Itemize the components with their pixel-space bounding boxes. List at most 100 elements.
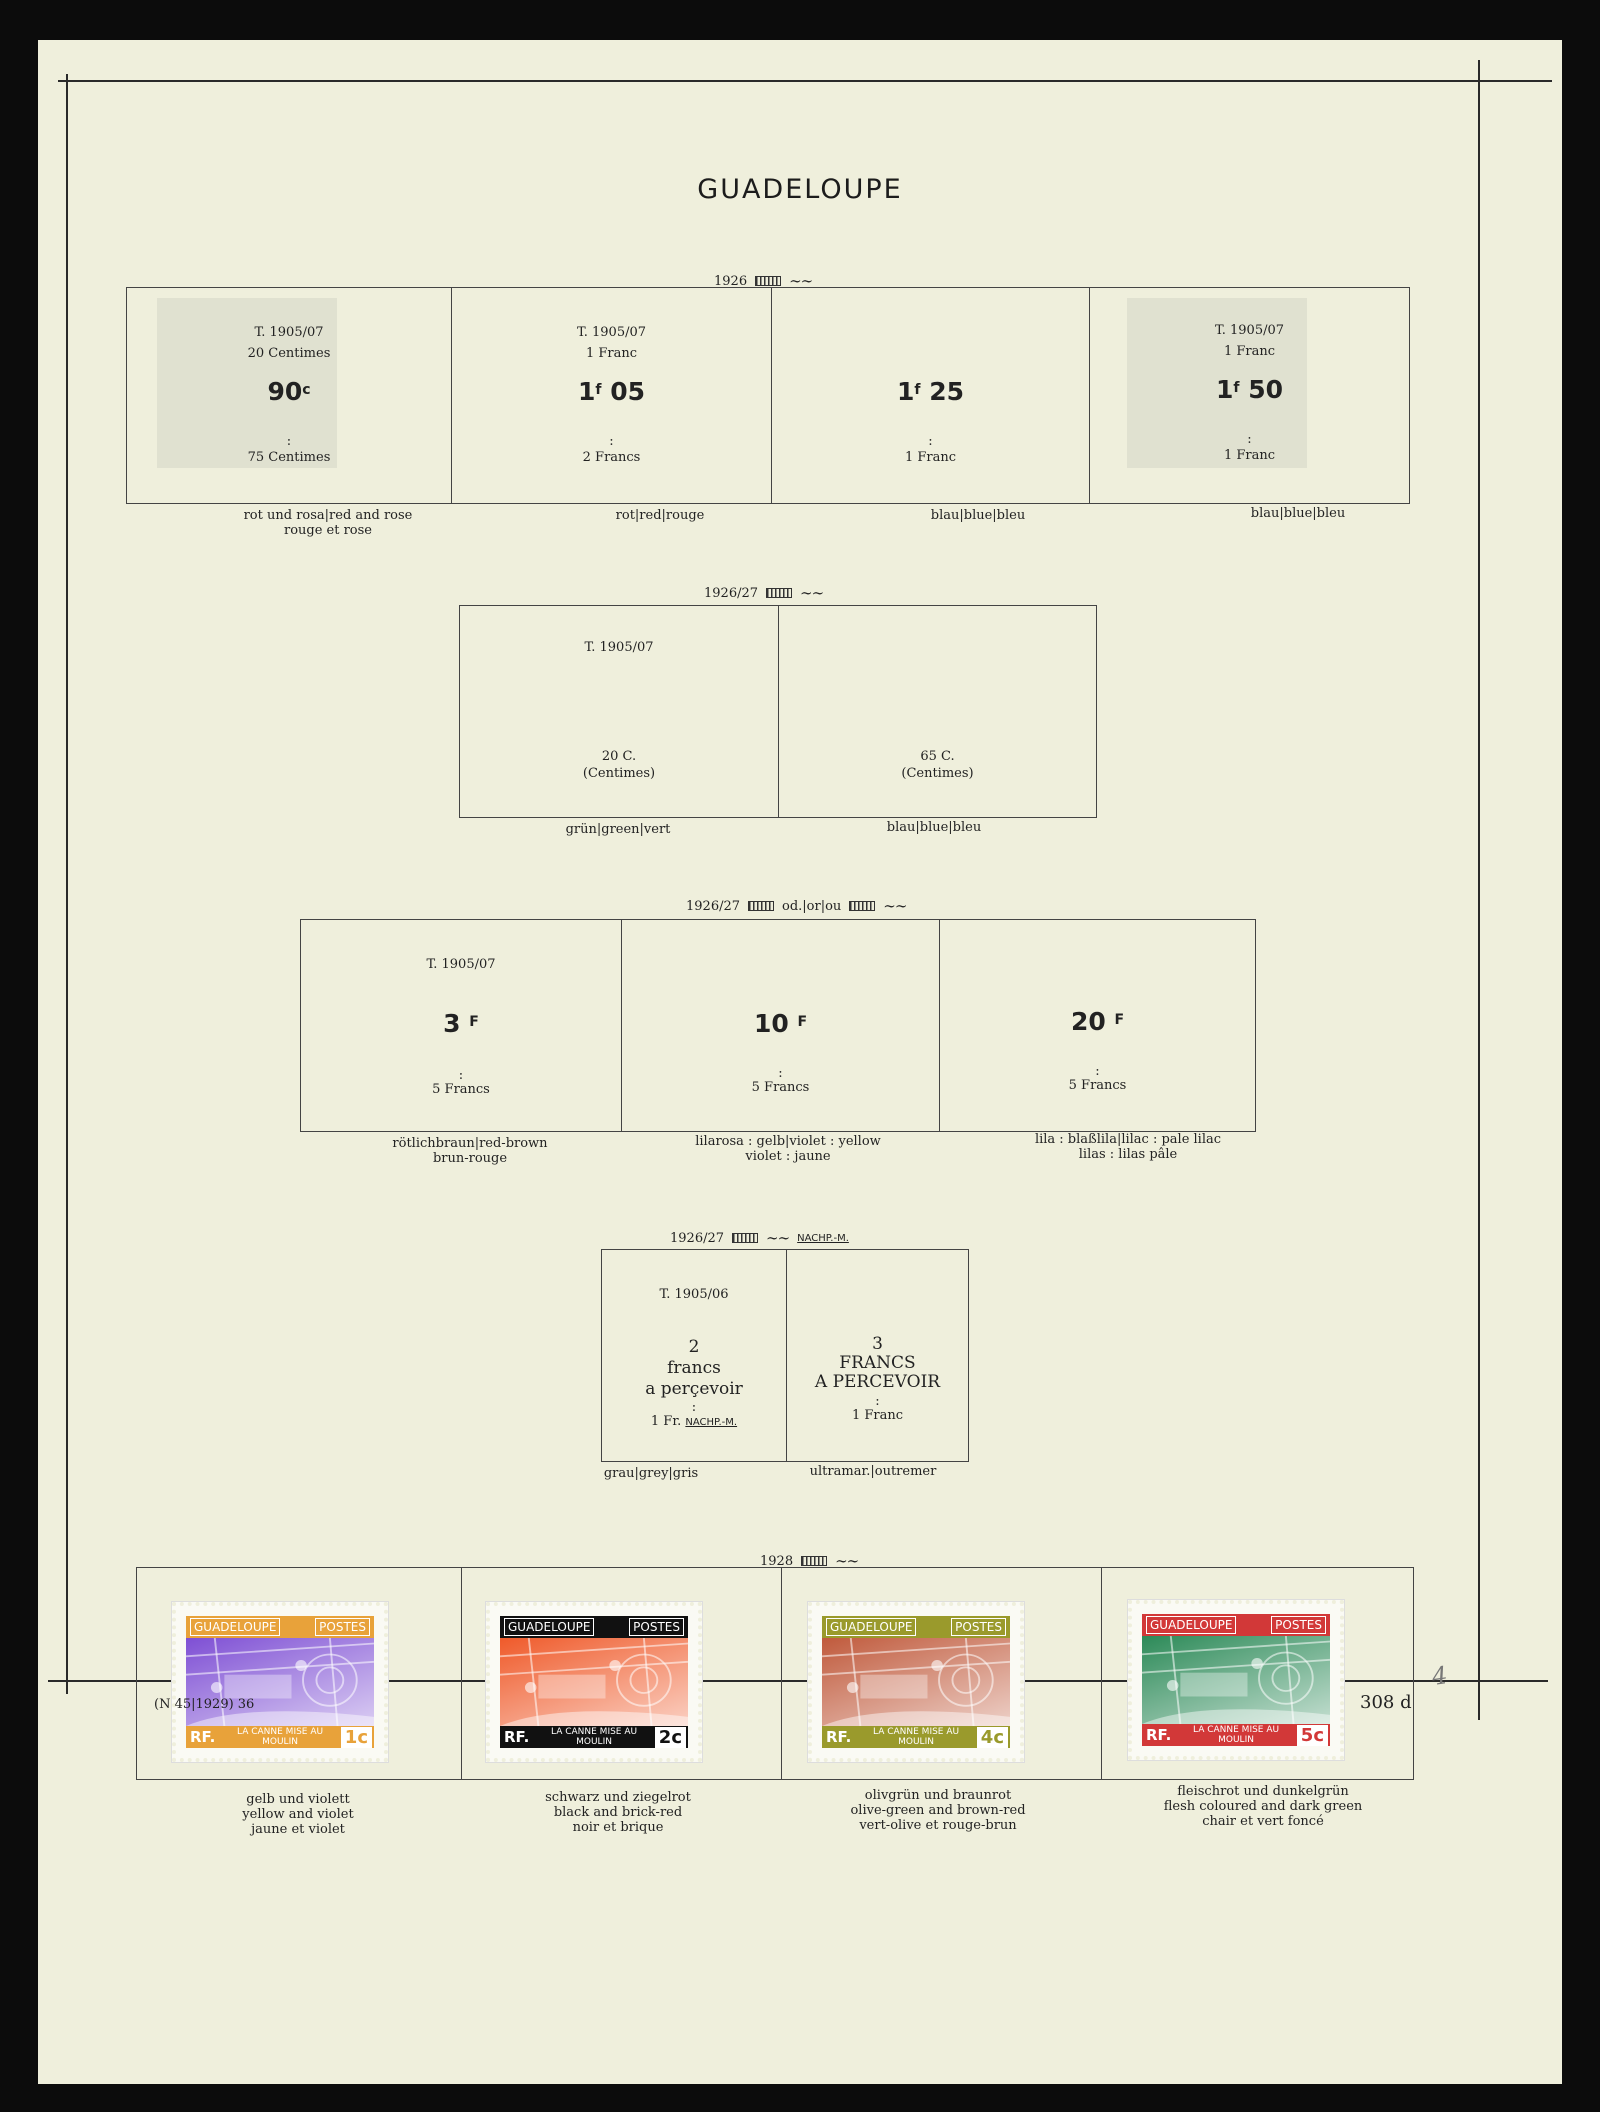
wavy-watermark-icon: ∼∼: [789, 272, 813, 290]
surcharge-value: 10 F: [753, 1009, 808, 1038]
stamp-rf: RF.: [190, 1728, 216, 1746]
type-reference: T. 1905/07: [576, 325, 647, 340]
sugar-mill-scene: [1142, 1636, 1330, 1724]
stamp-caption: LA CANNE MISE AU MOULIN: [550, 1727, 638, 1747]
colon: :: [928, 434, 933, 449]
section-header: 1928 ∼∼: [760, 1552, 859, 1570]
bottom-rule: [48, 1680, 1548, 1682]
stamp-space: 65 C. (Centimes): [778, 606, 1096, 817]
surcharge-unit: francs: [667, 1358, 721, 1378]
base-value: 1 Franc: [904, 450, 957, 465]
stamp-space: 20 F : 5 Francs: [939, 920, 1255, 1131]
stamp-caption: LA CANNE MISE AU MOULIN: [872, 1727, 960, 1747]
colon: :: [1247, 432, 1252, 447]
stamp-space: 10 F : 5 Francs: [621, 920, 939, 1131]
stamp-space-row: T. 1905/06 2 francs a perçevoir : 1 Fr. …: [601, 1249, 969, 1462]
stamp-space: T. 1905/07 20 Centimes 90c : 75 Centimes: [127, 288, 451, 503]
stamp-frame: GUADELOUPE POSTES RF. LA CANNE MISE AU MOUL…: [500, 1616, 688, 1748]
colon: :: [609, 434, 614, 449]
stamp-space: T. 1905/07 20 C. (Centimes): [460, 606, 778, 817]
stamp-value: 1c: [340, 1726, 372, 1748]
color-caption: blau|blue|bleu: [886, 820, 982, 835]
stamp-footer: RF. LA CANNE MISE AU MOULIN 1c: [186, 1726, 374, 1748]
sugar-mill-scene: [500, 1638, 688, 1726]
stamp-postes: POSTES: [951, 1618, 1006, 1636]
stamp-caption: LA CANNE MISE AU MOULIN: [1192, 1725, 1280, 1745]
base-value: 5 Francs: [1068, 1078, 1127, 1093]
color-caption: blau|blue|bleu: [1250, 506, 1346, 521]
section-year: 1926/27: [704, 585, 759, 601]
surcharge-unit: FRANCS: [839, 1353, 916, 1373]
surcharge-value: 1f 05: [577, 377, 645, 406]
stamp-postes: POSTES: [629, 1618, 684, 1636]
stamp-space: 3 FRANCS A PERCEVOIR : 1 Franc: [786, 1250, 968, 1461]
stamp-postes: POSTES: [1271, 1616, 1326, 1634]
section-year: 1928: [760, 1553, 794, 1569]
type-reference: T. 1905/07: [254, 325, 324, 340]
stamp-space: [781, 1568, 1101, 1779]
line-perforation-icon: [849, 901, 876, 911]
stamp-space-row: T. 1905/07 20 C. (Centimes) 65 C. (Centi…: [459, 605, 1097, 818]
type-reference: T. 1905/07: [1214, 323, 1285, 338]
surcharge-unit: (Centimes): [901, 766, 974, 781]
comb-perforation-icon: [755, 276, 782, 286]
stamp-caption: LA CANNE MISE AU MOULIN: [236, 1727, 324, 1747]
stamp-country: GUADELOUPE: [190, 1618, 281, 1636]
base-value: 5 Francs: [432, 1082, 490, 1097]
stamp-country: GUADELOUPE: [504, 1618, 595, 1636]
colon: :: [286, 434, 292, 449]
color-caption: ultramar.|outremer: [809, 1464, 937, 1479]
surcharge-value: 20 F: [1070, 1007, 1125, 1036]
stamp-frame: GUADELOUPE POSTES RF. LA CANNE MISE AU MOUL…: [186, 1616, 374, 1748]
stamp-value: 4c: [976, 1726, 1008, 1748]
original-value: 20 Centimes: [247, 346, 331, 361]
stamp-header: GUADELOUPE POSTES: [500, 1616, 688, 1638]
section-header: 1926 ∼∼: [714, 272, 813, 290]
section-year: 1926: [714, 273, 748, 289]
stamp-postes: POSTES: [315, 1618, 370, 1636]
wavy-watermark-icon: ∼∼: [883, 897, 907, 915]
color-caption: grün|green|vert: [565, 822, 671, 837]
base-value: 1 Franc: [1223, 448, 1276, 463]
comb-perforation-icon: [801, 1556, 828, 1566]
colon: :: [1095, 1064, 1100, 1079]
stamp-space: 1f 25 : 1 Franc: [771, 288, 1089, 503]
surcharge-text: a perçevoir: [645, 1379, 743, 1399]
stamp-rf: RF.: [504, 1728, 530, 1746]
colon: :: [691, 1400, 697, 1415]
section-header: 1926/27 ∼∼ NACHP.-M.: [670, 1229, 849, 1247]
section-header: 1926/27 ∼∼: [704, 584, 824, 602]
surcharge-value: 1f 25: [896, 377, 964, 406]
stamp-space: T. 1905/07 3 F : 5 Francs: [301, 920, 621, 1131]
colon: :: [778, 1066, 783, 1081]
surcharge-value: 90c: [267, 377, 311, 406]
surcharge-value: 65 C.: [920, 749, 955, 764]
comb-perforation-icon: [766, 588, 793, 598]
stamp-space: T. 1905/07 1 Franc 1f 50 : 1 Franc: [1089, 288, 1409, 503]
base-value: 1 Franc: [851, 1408, 904, 1423]
surcharge-value: 2: [688, 1337, 700, 1357]
page-title: GUADELOUPE: [697, 174, 903, 205]
section-year: 1926/27: [670, 1230, 725, 1246]
color-caption: rot|red|rouge: [615, 508, 705, 523]
stamp-space: [1101, 1568, 1413, 1779]
or-text: od.|or|ou: [782, 898, 842, 914]
sugar-mill-scene: [186, 1638, 374, 1726]
stamp-country: GUADELOUPE: [1146, 1616, 1237, 1634]
surcharge-value: 3: [872, 1334, 883, 1354]
postage-stamp: GUADELOUPE POSTES RF. LA CANNE MISE AU MOUL…: [171, 1601, 389, 1763]
stamp-space-row: T. 1905/07 20 Centimes 90c : 75 Centimes…: [126, 287, 1410, 504]
stamp-header: GUADELOUPE POSTES: [1142, 1614, 1330, 1636]
postage-due-tag: NACHP.-M.: [797, 1232, 849, 1244]
type-reference: T. 1905/07: [426, 957, 496, 972]
